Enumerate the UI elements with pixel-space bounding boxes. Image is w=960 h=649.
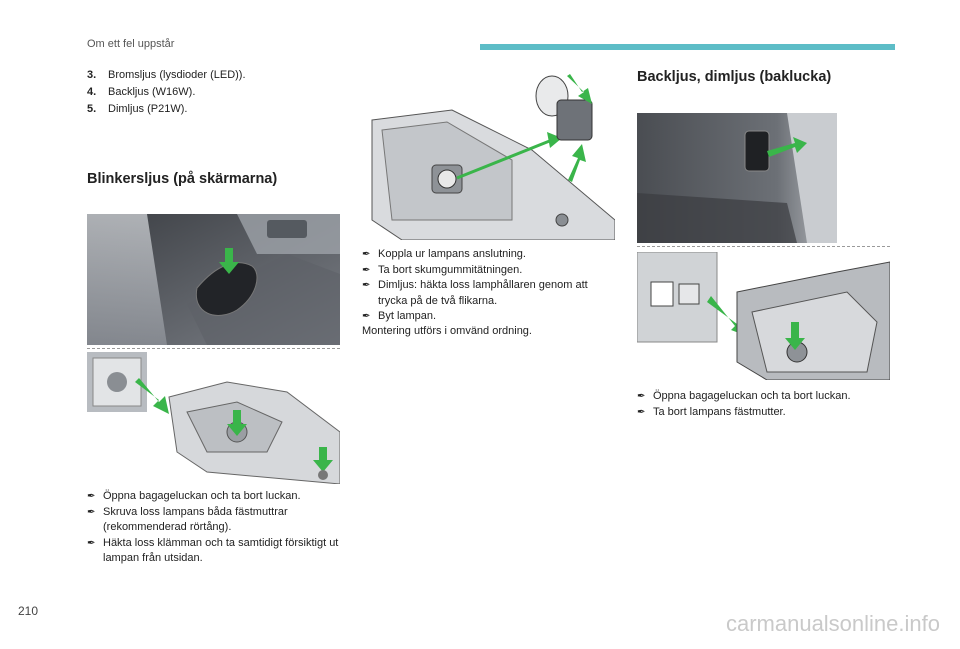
arrow-bullet-icon: ✒ [87, 491, 96, 502]
fender-panel-svg [87, 214, 340, 345]
list-item: ✒ Häkta loss klämman och ta samtidigt för… [87, 536, 342, 567]
list-item: ✒ Ta bort lampans fästmutter. [637, 405, 892, 421]
list-item: ✒ Öppna bagageluckan och ta bort luckan. [87, 489, 342, 505]
arrow-bullet-icon: ✒ [87, 506, 96, 518]
header-accent-bar [480, 44, 895, 50]
tailgate-panel-svg [637, 113, 837, 243]
arrow-bullet-icon: ✒ [87, 537, 96, 549]
list-number: 5. [87, 103, 97, 115]
reverse-lamp-svg [637, 252, 890, 380]
tailgate-panel-illustration [637, 113, 837, 243]
arrow-down-icon [313, 447, 333, 472]
arrow-bullet-icon: ✒ [362, 311, 371, 322]
list-text: Häkta loss klämman och ta samtidigt förs… [103, 536, 339, 565]
arrow-right-icon [135, 378, 169, 414]
list-item: 4. Backljus (W16W). [87, 84, 246, 101]
list-text: Dimljus: häkta loss lamphållaren genom a… [378, 279, 588, 307]
assembly-note: Montering utförs i omvänd ordning. [362, 325, 532, 337]
arrow-up-icon [568, 144, 586, 182]
lamp-unit-illustration [87, 352, 340, 484]
blinkers-instructions: ✒Öppna bagageluckan och ta bort luckan. … [87, 489, 342, 567]
lamp-holder-svg [371, 74, 615, 240]
list-item: ✒ Skruva loss lampans båda fästmuttrar (r… [87, 505, 342, 536]
list-item: 3. Bromsljus (lysdioder (LED)). [87, 67, 246, 84]
arrow-down-icon [567, 74, 592, 104]
list-text: Backljus (W16W). [108, 86, 196, 98]
list-text: Ta bort lampans fästmutter. [653, 405, 786, 418]
list-text: Öppna bagageluckan och ta bort luckan. [103, 490, 301, 502]
list-number: 3. [87, 69, 97, 81]
list-text: Bromsljus (lysdioder (LED)). [108, 69, 246, 81]
page-number: 210 [18, 604, 39, 618]
list-item: ✒ Koppla ur lampans anslutning. [362, 247, 617, 263]
list-text: Koppla ur lampans anslutning. [378, 248, 526, 260]
list-text: Skruva loss lampans båda fästmuttrar (re… [103, 505, 288, 534]
lamp-unit-svg [87, 352, 340, 484]
list-item: 5. Dimljus (P21W). [87, 101, 246, 118]
arrow-left-icon [767, 137, 807, 157]
watermark: carmanualsonline.info [725, 611, 940, 636]
arrow-right-icon [547, 132, 562, 148]
list-item: ✒ Ta bort skumgummitätningen. [362, 263, 617, 279]
list-item: ✒ Öppna bagageluckan och ta bort luckan. [637, 389, 892, 405]
list-text: Ta bort skumgummitätningen. [378, 263, 523, 276]
bulb-list: 3. Bromsljus (lysdioder (LED)). 4. Backlju… [87, 67, 246, 118]
arrow-bullet-icon: ✒ [637, 391, 646, 402]
list-text: Dimljus (P21W). [108, 103, 188, 115]
arrow-bullet-icon: ✒ [362, 264, 371, 276]
list-text: Byt lampan. [378, 310, 437, 322]
fender-panel-illustration [87, 214, 340, 345]
reverse-lamp-illustration [637, 252, 890, 380]
page-header-title: Om ett fel uppstår [87, 38, 175, 50]
divider [637, 246, 890, 247]
section-heading-blinkers: Blinkersljus (på skärmarna) [87, 171, 278, 187]
list-text: Öppna bagageluckan och ta bort luckan. [653, 390, 851, 402]
middle-instructions: ✒ Koppla ur lampans anslutning. ✒ Ta bort … [362, 247, 617, 325]
arrow-down-icon [785, 322, 805, 350]
lamp-holder-illustration [362, 70, 615, 240]
list-item: ✒ Byt lampan. [362, 309, 617, 325]
section-heading-backljus: Backljus, dimljus (baklucka) [637, 69, 832, 85]
arrow-bullet-icon: ✒ [637, 406, 646, 418]
arrow-down-icon [227, 410, 247, 436]
arrow-bullet-icon: ✒ [362, 249, 371, 260]
arrow-down-icon [219, 248, 239, 274]
divider [87, 348, 340, 349]
backljus-instructions: ✒Öppna bagageluckan och ta bort luckan. … [637, 389, 892, 420]
list-item: ✒ Dimljus: häkta loss lamphållaren genom … [362, 278, 617, 309]
list-number: 4. [87, 86, 97, 98]
arrow-bullet-icon: ✒ [362, 280, 371, 291]
